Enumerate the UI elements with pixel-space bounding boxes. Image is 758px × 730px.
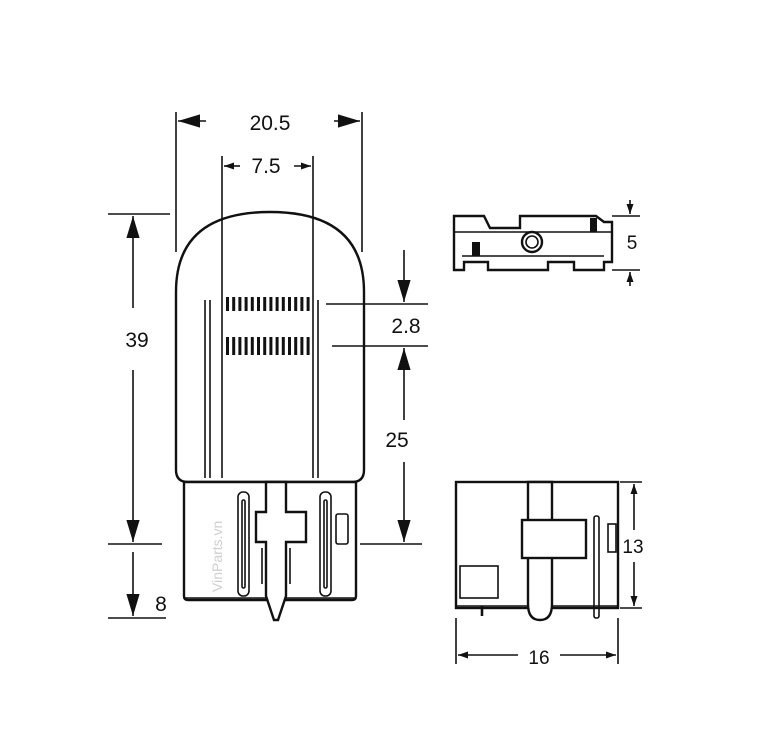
dim-overall-width: 20.5 <box>175 112 363 252</box>
dim-bulb-height: 39 <box>108 213 170 545</box>
dim-label-20-5: 20.5 <box>250 112 291 135</box>
bulb-side-view <box>454 480 620 622</box>
dim-label-39: 39 <box>125 329 148 352</box>
dim-label-16: 16 <box>528 648 549 669</box>
dim-label-25: 25 <box>385 429 408 452</box>
dim-label-8: 8 <box>155 593 167 616</box>
dim-filament-width: 7.5 <box>224 155 311 178</box>
dim-side-width: 16 <box>455 618 619 669</box>
dim-top-thickness: 5 <box>612 200 640 286</box>
bulb-top-view <box>452 214 614 272</box>
dim-label-2-8: 2.8 <box>391 315 420 338</box>
dim-base-height: 8 <box>108 552 167 619</box>
dim-label-7-5: 7.5 <box>251 155 280 178</box>
watermark-text: VinParts.vn <box>209 521 225 592</box>
dim-filament-to-base: 25 <box>360 348 422 545</box>
bulb-front-view <box>174 156 366 622</box>
dim-filament-gap: 2.8 <box>326 250 428 347</box>
dim-label-13: 13 <box>622 537 643 558</box>
dim-side-height: 13 <box>620 481 644 609</box>
dim-label-5: 5 <box>627 233 638 254</box>
